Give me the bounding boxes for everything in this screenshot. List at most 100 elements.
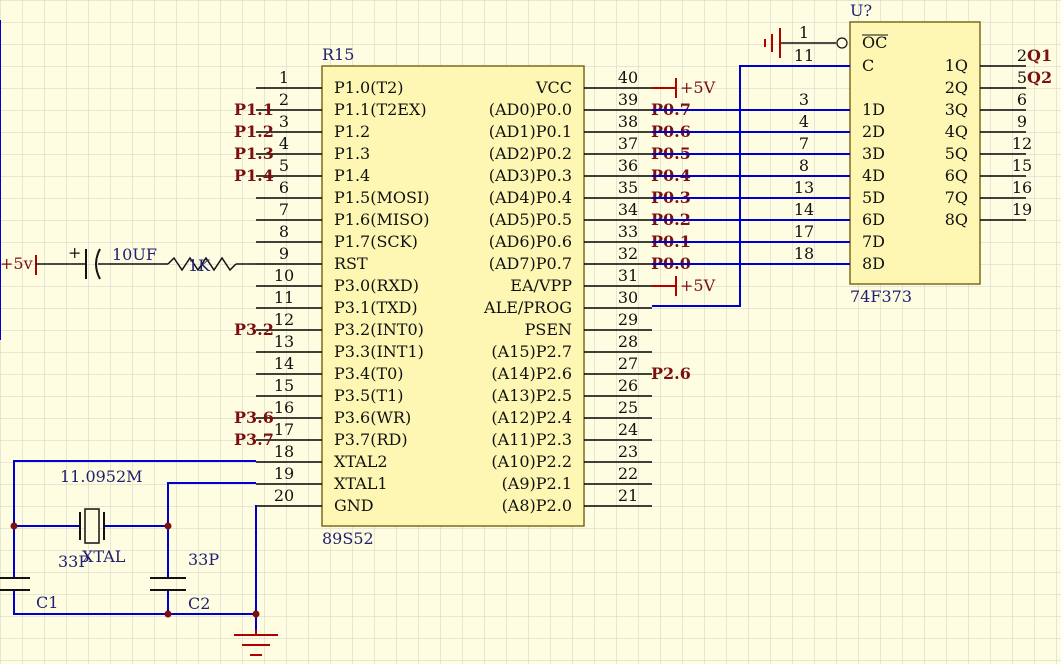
mcu-pin-number: 28 <box>618 332 638 351</box>
mcu-pin-name: (AD2)P0.2 <box>489 144 572 163</box>
mcu-pin-name: P1.6(MISO) <box>334 210 429 229</box>
latch-pin-number: 18 <box>794 244 814 263</box>
mcu-pin-number: 19 <box>274 464 294 483</box>
mcu-net-label[interactable]: P1.4 <box>234 166 274 185</box>
reset-capacitor-value: 10UF <box>112 245 157 264</box>
mcu-pin-number: 31 <box>618 266 638 285</box>
mcu-net-label[interactable]: P2.6 <box>651 364 691 383</box>
mcu-pin-name: (AD4)P0.4 <box>489 188 572 207</box>
reset-capacitor-curved-plate <box>95 248 101 280</box>
latch-pin-name: 3D <box>862 144 885 163</box>
mcu-pin-name: (A12)P2.4 <box>491 408 572 427</box>
latch-pin-number: 17 <box>794 222 814 241</box>
latch-pin-number: 15 <box>1012 156 1032 175</box>
mcu-pin-name: (AD5)P0.5 <box>489 210 572 229</box>
latch-pin-name: 6Q <box>945 166 968 185</box>
mcu-pin-name: (A8)P2.0 <box>502 496 572 515</box>
mcu-net-label[interactable]: P1.2 <box>234 122 274 141</box>
latch-pin-number: 11 <box>794 46 814 65</box>
mcu-pin-name: EA/VPP <box>510 276 572 295</box>
mcu-pin-name: P1.0(T2) <box>334 78 404 97</box>
latch-pin-name: 1D <box>862 100 885 119</box>
c2-name: C2 <box>188 594 210 613</box>
mcu-pin-number: 22 <box>618 464 638 483</box>
mcu-pin-number: 2 <box>279 90 289 109</box>
latch-pin-name: 1Q <box>945 56 968 75</box>
latch-pin-number: 13 <box>794 178 814 197</box>
reset-resistor <box>167 256 237 272</box>
reset-circuit: +5v + 10UF 1K <box>0 243 256 280</box>
mcu-pin-number: 5 <box>279 156 289 175</box>
mcu-pin-name: RST <box>334 254 368 273</box>
mcu-pin-name: GND <box>334 496 374 515</box>
svg-text:+5V: +5V <box>680 78 716 97</box>
mcu-pin-number: 23 <box>618 442 638 461</box>
mcu-net-label[interactable]: P1.1 <box>234 100 274 119</box>
mcu-pin-name: (A10)P2.2 <box>491 452 572 471</box>
mcu-pin-number: 27 <box>618 354 638 373</box>
latch-body[interactable] <box>849 21 981 285</box>
mcu-net-label[interactable]: P1.3 <box>234 144 274 163</box>
mcu-net-label[interactable]: P3.7 <box>234 430 274 449</box>
mcu-pin-name: P3.7(RD) <box>334 430 408 449</box>
latch-pin-name: OC <box>862 33 887 52</box>
mcu-pin-number: 9 <box>279 244 289 263</box>
latch-pin-number: 7 <box>799 134 809 153</box>
mcu-pin-name: (AD7)P0.7 <box>489 254 572 273</box>
mcu-pin-name: P1.7(SCK) <box>334 232 418 251</box>
mcu-pin-number: 11 <box>274 288 294 307</box>
latch-part-number: 74F373 <box>850 287 912 306</box>
latch-pin-number: 19 <box>1012 200 1032 219</box>
mcu-left-pins: 1P1.0(T2)2P1.1(T2EX)P1.13P1.2P1.24P1.3P1… <box>234 68 429 515</box>
mcu-pin-name: P1.1(T2EX) <box>334 100 427 119</box>
mcu-pin-number: 13 <box>274 332 294 351</box>
mcu-part-number: 89S52 <box>322 529 374 548</box>
mcu-89s52[interactable]: R15 89S52 1P1.0(T2)2P1.1(T2EX)P1.13P1.2P… <box>234 45 691 548</box>
crystal-circuit: 11.0952M XTAL 33P C1 33P C2 <box>0 460 278 656</box>
mcu-body[interactable] <box>321 65 585 527</box>
mcu-pin-number: 32 <box>618 244 638 263</box>
mcu-pin-name: (AD0)P0.0 <box>489 100 572 119</box>
latch-net-label[interactable]: Q1 <box>1027 46 1052 65</box>
mcu-pin-name: PSEN <box>525 320 572 339</box>
mcu-pin-number: 33 <box>618 222 638 241</box>
mcu-net-label[interactable]: P3.2 <box>234 320 274 339</box>
latch-pin-name: 3Q <box>945 100 968 119</box>
mcu-pin-name: (A9)P2.1 <box>502 474 572 493</box>
crystal-frequency: 11.0952M <box>60 467 143 486</box>
mcu-pin-name: (A14)P2.6 <box>491 364 572 383</box>
mcu-pin-name: XTAL2 <box>334 452 388 471</box>
latch-pin-name: 4D <box>862 166 885 185</box>
mcu-pin-name: P3.0(RXD) <box>334 276 419 295</box>
mcu-pin-number: 10 <box>274 266 294 285</box>
mcu-pin-number: 25 <box>618 398 638 417</box>
mcu-pin-number: 20 <box>274 486 294 505</box>
mcu-pin-number: 12 <box>274 310 294 329</box>
mcu-pin-number: 30 <box>618 288 638 307</box>
mcu-pin-number: 15 <box>274 376 294 395</box>
mcu-pin-name: XTAL1 <box>334 474 388 493</box>
svg-text:+: + <box>68 243 81 262</box>
mcu-pin-name: P3.6(WR) <box>334 408 411 427</box>
mcu-pin-number: 26 <box>618 376 638 395</box>
mcu-pin-number: 16 <box>274 398 294 417</box>
mcu-pin-name: VCC <box>535 78 572 97</box>
latch-pin-number: 3 <box>799 90 809 109</box>
mcu-pin-number: 4 <box>279 134 289 153</box>
oc-ground-symbol <box>764 28 848 58</box>
mcu-pin-number: 24 <box>618 420 638 439</box>
mcu-pin-name: P1.5(MOSI) <box>334 188 429 207</box>
mcu-pin-name: ALE/PROG <box>483 298 572 317</box>
c1-value: 33P <box>58 552 89 571</box>
latch-pin-number: 8 <box>799 156 809 175</box>
latch-pin-name: 7Q <box>945 188 968 207</box>
mcu-net-label[interactable]: P3.6 <box>234 408 274 427</box>
latch-pin-name: 6D <box>862 210 885 229</box>
mcu-pin-number: 39 <box>618 90 638 109</box>
svg-text:+5V: +5V <box>680 276 716 295</box>
mcu-pin-name: (AD6)P0.6 <box>489 232 572 251</box>
latch-net-label[interactable]: Q2 <box>1027 68 1052 87</box>
